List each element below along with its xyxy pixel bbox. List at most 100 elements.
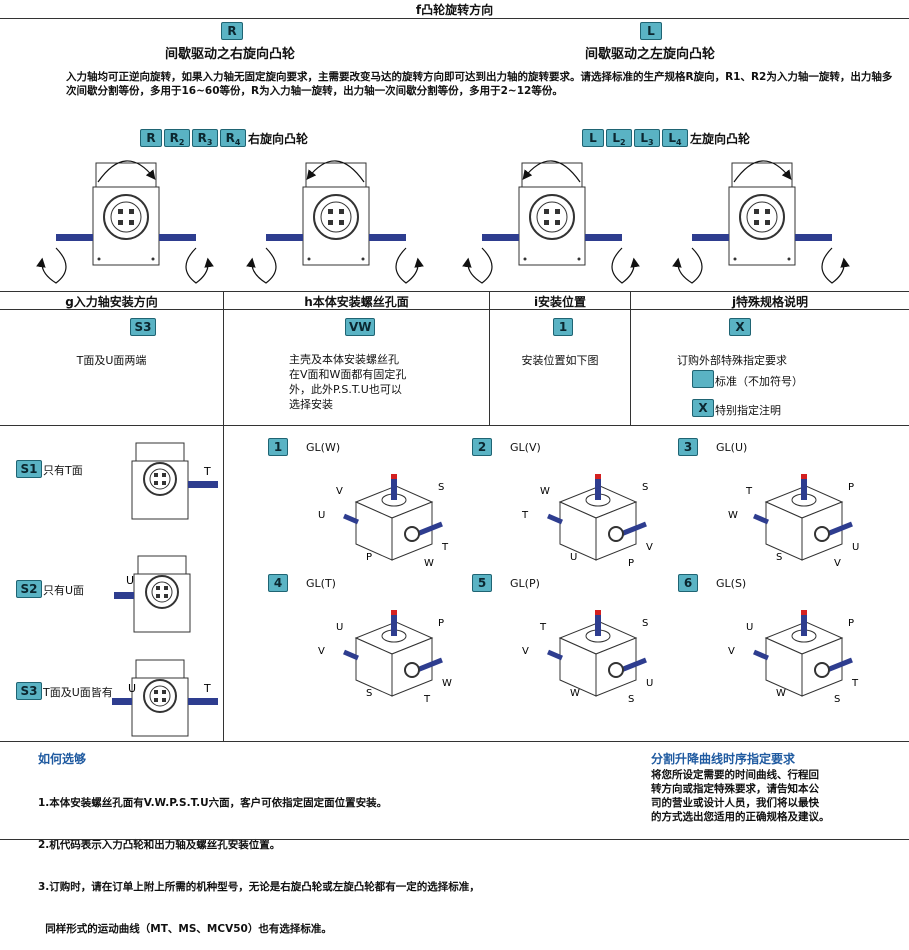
face-label: V	[522, 646, 529, 657]
code-badge: L2	[606, 129, 632, 147]
column-title-j: j特殊规格说明	[731, 295, 809, 309]
position-label: GL(T)	[306, 577, 336, 590]
code-badge: R3	[192, 129, 218, 147]
face-label: W	[442, 678, 452, 689]
code-badge-l: L	[640, 22, 662, 40]
position-label: GL(P)	[510, 577, 540, 590]
face-label: V	[646, 542, 653, 553]
face-label: S	[366, 688, 372, 699]
standard-label: 标准（不加符号）	[715, 375, 803, 388]
face-label: U	[336, 622, 343, 633]
footer-left-title: 如何选够	[38, 752, 87, 766]
divider	[630, 291, 631, 425]
face-label: P	[848, 482, 854, 493]
face-label: V	[834, 558, 841, 569]
footer-right-text: 将您所设定需要的时间曲线、行程回 转方向或指定特殊要求，请告知本公 司的营业或设…	[651, 769, 830, 823]
code-badge-vw: VW	[345, 318, 375, 336]
footer-right-title: 分割升降曲线时序指定要求	[651, 752, 796, 766]
code-badge: L	[582, 129, 604, 147]
shaft-diagram-s2: U	[114, 555, 191, 633]
face-label: T	[521, 510, 529, 521]
blank-code-badge	[692, 370, 714, 388]
left-rotation-title: 间歇驱动之左旋向凸轮	[584, 47, 715, 62]
right-caption: 右旋向凸轮	[248, 132, 309, 146]
divider	[0, 839, 909, 840]
gearbox-diagram-1	[36, 160, 214, 284]
footer-left-text: 1.本体安装螺丝孔面有V.W.P.S.T.U六面，客户可依指定固定面位置安装。 …	[38, 797, 480, 935]
face-label: S	[642, 618, 648, 629]
shaft-option-diagrams: T U U T	[112, 442, 218, 737]
code-badge-s1: S1	[16, 460, 42, 478]
face-label: P	[628, 558, 634, 569]
position-label: GL(W)	[306, 441, 341, 454]
face-label: T	[851, 678, 859, 689]
face-label: S	[776, 552, 782, 563]
face-label: S	[628, 694, 634, 705]
code-badge: R4	[220, 129, 246, 147]
left-caption: 左旋向凸轮	[690, 132, 751, 146]
face-label: T	[745, 486, 753, 497]
gearbox-diagram-3	[462, 160, 640, 284]
position-number-badge: 2	[472, 438, 492, 456]
position-label: GL(U)	[716, 441, 748, 454]
code-badge: L3	[634, 129, 660, 147]
shaft-diagram-s1: T	[131, 442, 218, 520]
column-text-g: T面及U面两端	[76, 354, 147, 367]
position-cube-diagram: U P V W ST	[728, 610, 859, 705]
right-rotation-title: 间歇驱动之右旋向凸轮	[164, 47, 295, 62]
shaft-diagram-s3: U T	[112, 659, 218, 737]
face-label: U	[570, 552, 577, 563]
special-label: 特别指定注明	[715, 404, 781, 417]
code-badge-s3: S3	[130, 318, 156, 336]
code-badge-1: 1	[553, 318, 573, 336]
face-label: U	[318, 510, 325, 521]
svg-text:T: T	[203, 465, 211, 478]
face-label: T	[441, 542, 449, 553]
divider	[223, 425, 224, 741]
face-label: V	[728, 646, 735, 657]
svg-text:T: T	[203, 682, 211, 695]
divider	[0, 291, 909, 292]
position-label: GL(S)	[716, 577, 747, 590]
face-label: S	[438, 482, 444, 493]
divider	[223, 291, 224, 425]
position-cube-diagram: T P W S VU	[728, 474, 859, 569]
face-label: S	[642, 482, 648, 493]
shaft-option-label: T面及U面皆有	[43, 686, 113, 699]
face-label: U	[852, 542, 859, 553]
column-text-i: 安装位置如下图	[521, 354, 599, 367]
face-label: T	[539, 622, 547, 633]
code-badge-r: R	[221, 22, 243, 40]
position-number-badge: 1	[268, 438, 288, 456]
divider	[489, 291, 490, 425]
divider	[0, 18, 909, 19]
divider	[0, 425, 909, 426]
position-number-badge: 3	[678, 438, 698, 456]
face-label: U	[746, 622, 753, 633]
page-title: f凸轮旋转方向	[415, 3, 494, 17]
face-label: P	[848, 618, 854, 629]
face-label: W	[424, 558, 434, 569]
shaft-option-label: 只有U面	[43, 584, 85, 597]
divider	[0, 309, 909, 310]
face-label: W	[776, 688, 786, 699]
position-label: GL(V)	[510, 441, 541, 454]
code-badge: R	[140, 129, 162, 147]
column-text-j: 订购外部特殊指定要求	[677, 354, 787, 367]
svg-text:U: U	[126, 574, 134, 587]
face-label: S	[834, 694, 840, 705]
position-number-badge: 6	[678, 574, 698, 592]
code-badge-x: X	[729, 318, 751, 336]
code-badge-s2: S2	[16, 580, 42, 598]
face-label: P	[366, 552, 372, 563]
face-label: U	[646, 678, 653, 689]
position-number-badge: 5	[472, 574, 492, 592]
code-badge-x: X	[692, 399, 714, 417]
face-label: W	[728, 510, 738, 521]
code-badge: R2	[164, 129, 190, 147]
column-title-h: h本体安装螺丝孔面	[304, 295, 409, 309]
face-label: V	[318, 646, 325, 657]
